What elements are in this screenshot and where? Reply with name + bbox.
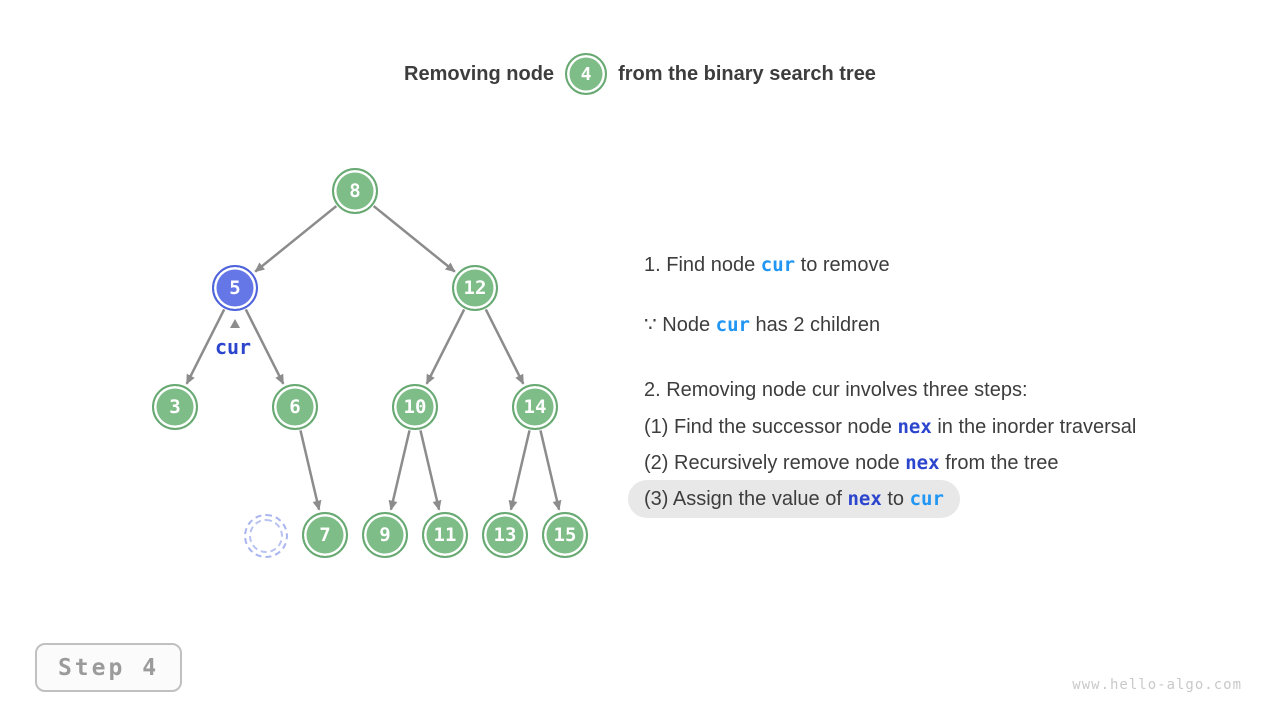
note-text: (1) Find the successor node <box>644 416 898 438</box>
tree-node-12: 12 <box>452 265 498 311</box>
note-text: to remove <box>795 254 890 276</box>
note-line-highlighted: (3) Assign the value of nex to cur <box>628 480 960 518</box>
title-prefix: Removing node <box>404 62 555 85</box>
slide-title: Removing node 4 from the binary search t… <box>0 53 1280 95</box>
note-text: ∵ Node <box>644 314 716 336</box>
title-node-value: 4 <box>580 63 592 85</box>
tree-node-11: 11 <box>422 512 468 558</box>
tree-edge-8-12 <box>372 205 456 273</box>
tree-edge-12-14 <box>484 308 525 385</box>
code-token-nex: nex <box>847 488 882 510</box>
tree-node-15: 15 <box>542 512 588 558</box>
note-line: ∵ Node cur has 2 children <box>644 311 880 339</box>
tree-edge-10-11 <box>419 430 442 511</box>
note-text: (2) Recursively remove node <box>644 452 906 474</box>
note-text: 2. Removing node cur involves three step… <box>644 379 1028 401</box>
tree-edge-14-13 <box>508 430 531 511</box>
tree-edge-8-5 <box>254 205 338 273</box>
tree-node-5-current: 5 <box>212 265 258 311</box>
note-text: from the tree <box>939 452 1059 474</box>
note-line: 1. Find node cur to remove <box>644 251 890 279</box>
tree-node-10: 10 <box>392 384 438 430</box>
code-token-cur: cur <box>909 488 944 510</box>
step-badge-label: Step 4 <box>57 654 160 681</box>
title-suffix: from the binary search tree <box>618 62 876 85</box>
code-token-nex: nex <box>897 416 932 438</box>
tree-node-14: 14 <box>512 384 558 430</box>
note-text: has 2 children <box>749 314 881 336</box>
tree-node-6: 6 <box>272 384 318 430</box>
code-token-cur: cur <box>715 314 750 336</box>
note-text: to <box>881 488 910 510</box>
note-line: (2) Recursively remove node nex from the… <box>644 449 1058 477</box>
tree-node-13: 13 <box>482 512 528 558</box>
cur-pointer-arrow-icon <box>230 319 240 328</box>
watermark: www.hello-algo.com <box>1072 677 1242 693</box>
removed-node-placeholder <box>244 514 288 558</box>
tree-node-9: 9 <box>362 512 408 558</box>
step-badge: Step 4 <box>35 643 182 692</box>
tree-edge-12-10 <box>425 308 466 385</box>
note-text: (3) Assign the value of <box>644 488 848 510</box>
tree-node-8: 8 <box>332 168 378 214</box>
note-line: (1) Find the successor node nex in the i… <box>644 413 1136 441</box>
tree-edge-6-7 <box>299 430 322 511</box>
note-text: 1. Find node <box>644 254 761 276</box>
title-node-circle: 4 <box>565 53 608 95</box>
tree-edge-14-15 <box>539 430 562 511</box>
tree-node-3: 3 <box>152 384 198 430</box>
note-text: in the inorder traversal <box>931 416 1137 438</box>
tree-edge-10-9 <box>388 430 411 511</box>
code-token-cur: cur <box>760 254 796 276</box>
cur-pointer-label: cur <box>214 335 252 359</box>
code-token-nex: nex <box>905 452 940 474</box>
note-line: 2. Removing node cur involves three step… <box>644 376 1028 404</box>
tree-node-7: 7 <box>302 512 348 558</box>
